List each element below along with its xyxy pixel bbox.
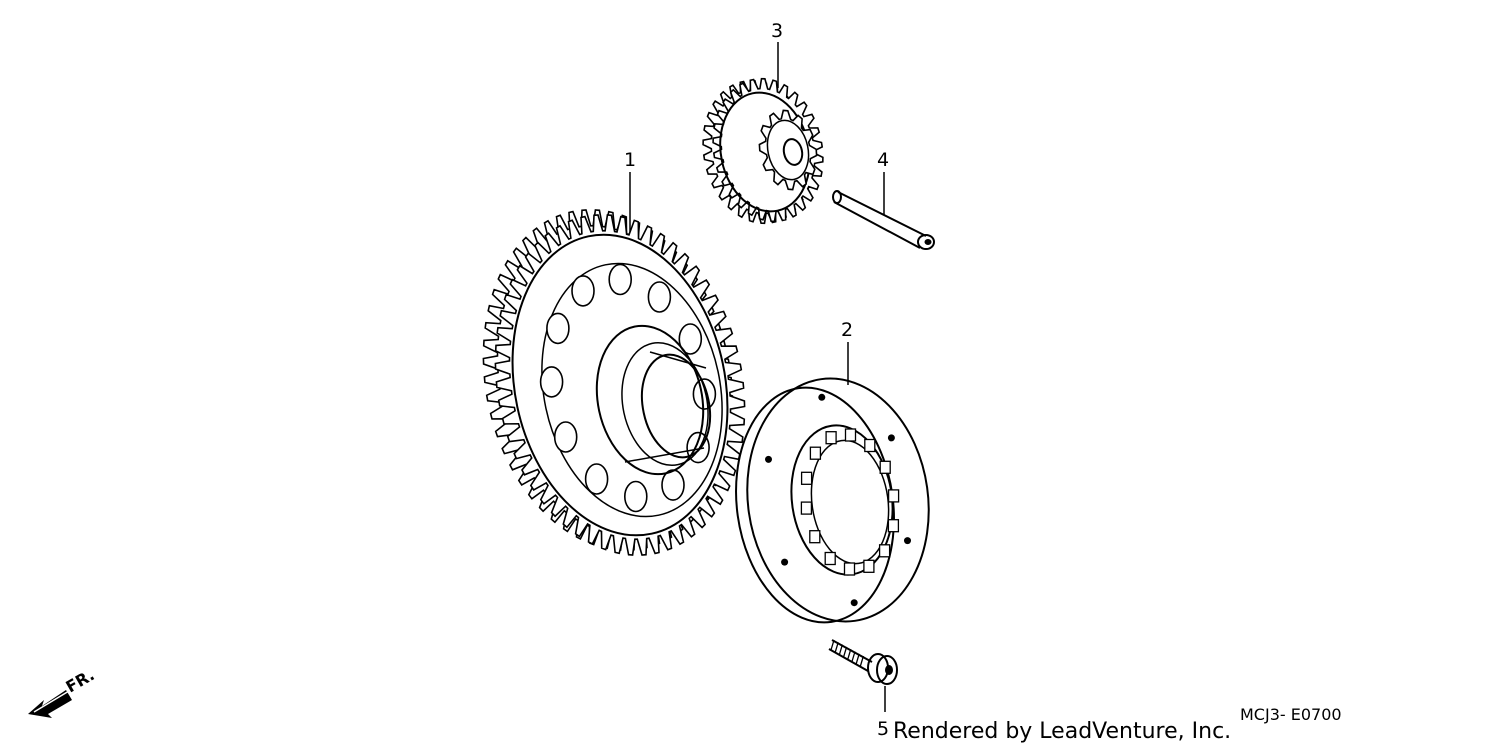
reduction-gear-small-teeth-ring bbox=[758, 109, 818, 191]
shaft-body bbox=[833, 191, 927, 249]
shaft-end-far bbox=[832, 190, 842, 204]
reduction-gear-small bbox=[766, 119, 810, 181]
callout-2: 2 bbox=[841, 319, 853, 341]
lightening-hole bbox=[647, 281, 672, 313]
clutch-sprag bbox=[863, 559, 875, 573]
clutch-inner-bore bbox=[810, 439, 890, 565]
bolt-hex-socket bbox=[885, 665, 893, 675]
clutch-sprag bbox=[864, 438, 876, 453]
lightening-hole bbox=[661, 469, 685, 501]
clutch-sprag bbox=[824, 551, 836, 566]
bolt-shank bbox=[828, 639, 873, 672]
lightening-hole bbox=[571, 275, 595, 307]
lightening-hole bbox=[553, 421, 578, 453]
clutch-sprag bbox=[879, 460, 891, 474]
callout-1: 1 bbox=[624, 149, 636, 171]
clutch-sprag bbox=[800, 471, 813, 485]
callout-5: 5 bbox=[877, 718, 889, 740]
clutch-sprag bbox=[844, 428, 857, 442]
lightening-hole bbox=[678, 323, 703, 355]
clutch-sprag bbox=[809, 446, 822, 460]
shaft-end-near bbox=[917, 234, 935, 250]
clutch-bolt-hole bbox=[887, 434, 895, 442]
clutch-bolt-hole bbox=[765, 455, 772, 463]
clutch-bolt-hole bbox=[904, 537, 911, 545]
lightening-hole bbox=[584, 463, 609, 495]
clutch-sprags bbox=[800, 428, 900, 576]
lightening-hole bbox=[608, 263, 633, 296]
front-direction-marker: FR. bbox=[28, 665, 98, 718]
lightening-hole bbox=[692, 378, 717, 410]
lightening-hole bbox=[623, 480, 648, 513]
gear-teeth-front bbox=[494, 214, 746, 556]
clutch-sprag bbox=[809, 530, 821, 544]
clutch-sprag bbox=[843, 562, 856, 576]
gear-rim-inner bbox=[541, 262, 723, 518]
clutch-sprag bbox=[878, 544, 891, 558]
reduction-gear-bore bbox=[782, 138, 804, 166]
reduction-gear-small-teeth bbox=[758, 109, 818, 191]
clutch-sprag bbox=[825, 431, 837, 445]
reduction-gear-shaft[interactable]: 4 bbox=[832, 149, 935, 250]
bolt-head-face bbox=[876, 655, 898, 685]
one-way-clutch-assembly[interactable]: 2 bbox=[721, 319, 944, 633]
gear-rim-outer bbox=[511, 233, 729, 537]
lightening-hole bbox=[546, 312, 570, 345]
starter-driven-gear[interactable]: 1 bbox=[482, 149, 754, 556]
clutch-sprag bbox=[800, 501, 813, 515]
gear-hub-outer bbox=[595, 324, 705, 476]
clutch-bolt-hole bbox=[781, 558, 789, 566]
callout-4: 4 bbox=[877, 149, 889, 171]
clutch-sprag bbox=[887, 489, 900, 503]
gear-hub-step bbox=[624, 351, 707, 463]
lightening-holes bbox=[539, 263, 717, 513]
clutch-bolt-holes bbox=[765, 393, 911, 607]
diagram-code: MCJ3- E0700 bbox=[1240, 705, 1342, 724]
clutch-sprag bbox=[887, 519, 900, 533]
shaft-end-hole bbox=[924, 239, 932, 245]
lightening-hole bbox=[539, 366, 564, 398]
socket-bolt[interactable]: 5 bbox=[828, 639, 898, 740]
clutch-body-back bbox=[735, 386, 895, 624]
reduction-gear[interactable]: 3 bbox=[702, 20, 824, 225]
front-direction-arrow-icon bbox=[28, 687, 75, 718]
credit-text: Rendered by LeadVenture, Inc. bbox=[893, 719, 1231, 744]
gear-hub-bore bbox=[640, 353, 712, 459]
clutch-bolt-hole bbox=[818, 393, 826, 401]
gear-hub-mid bbox=[621, 341, 709, 467]
clutch-bolt-hole bbox=[850, 599, 858, 607]
clutch-body-front bbox=[746, 377, 930, 623]
callout-3: 3 bbox=[771, 20, 783, 42]
